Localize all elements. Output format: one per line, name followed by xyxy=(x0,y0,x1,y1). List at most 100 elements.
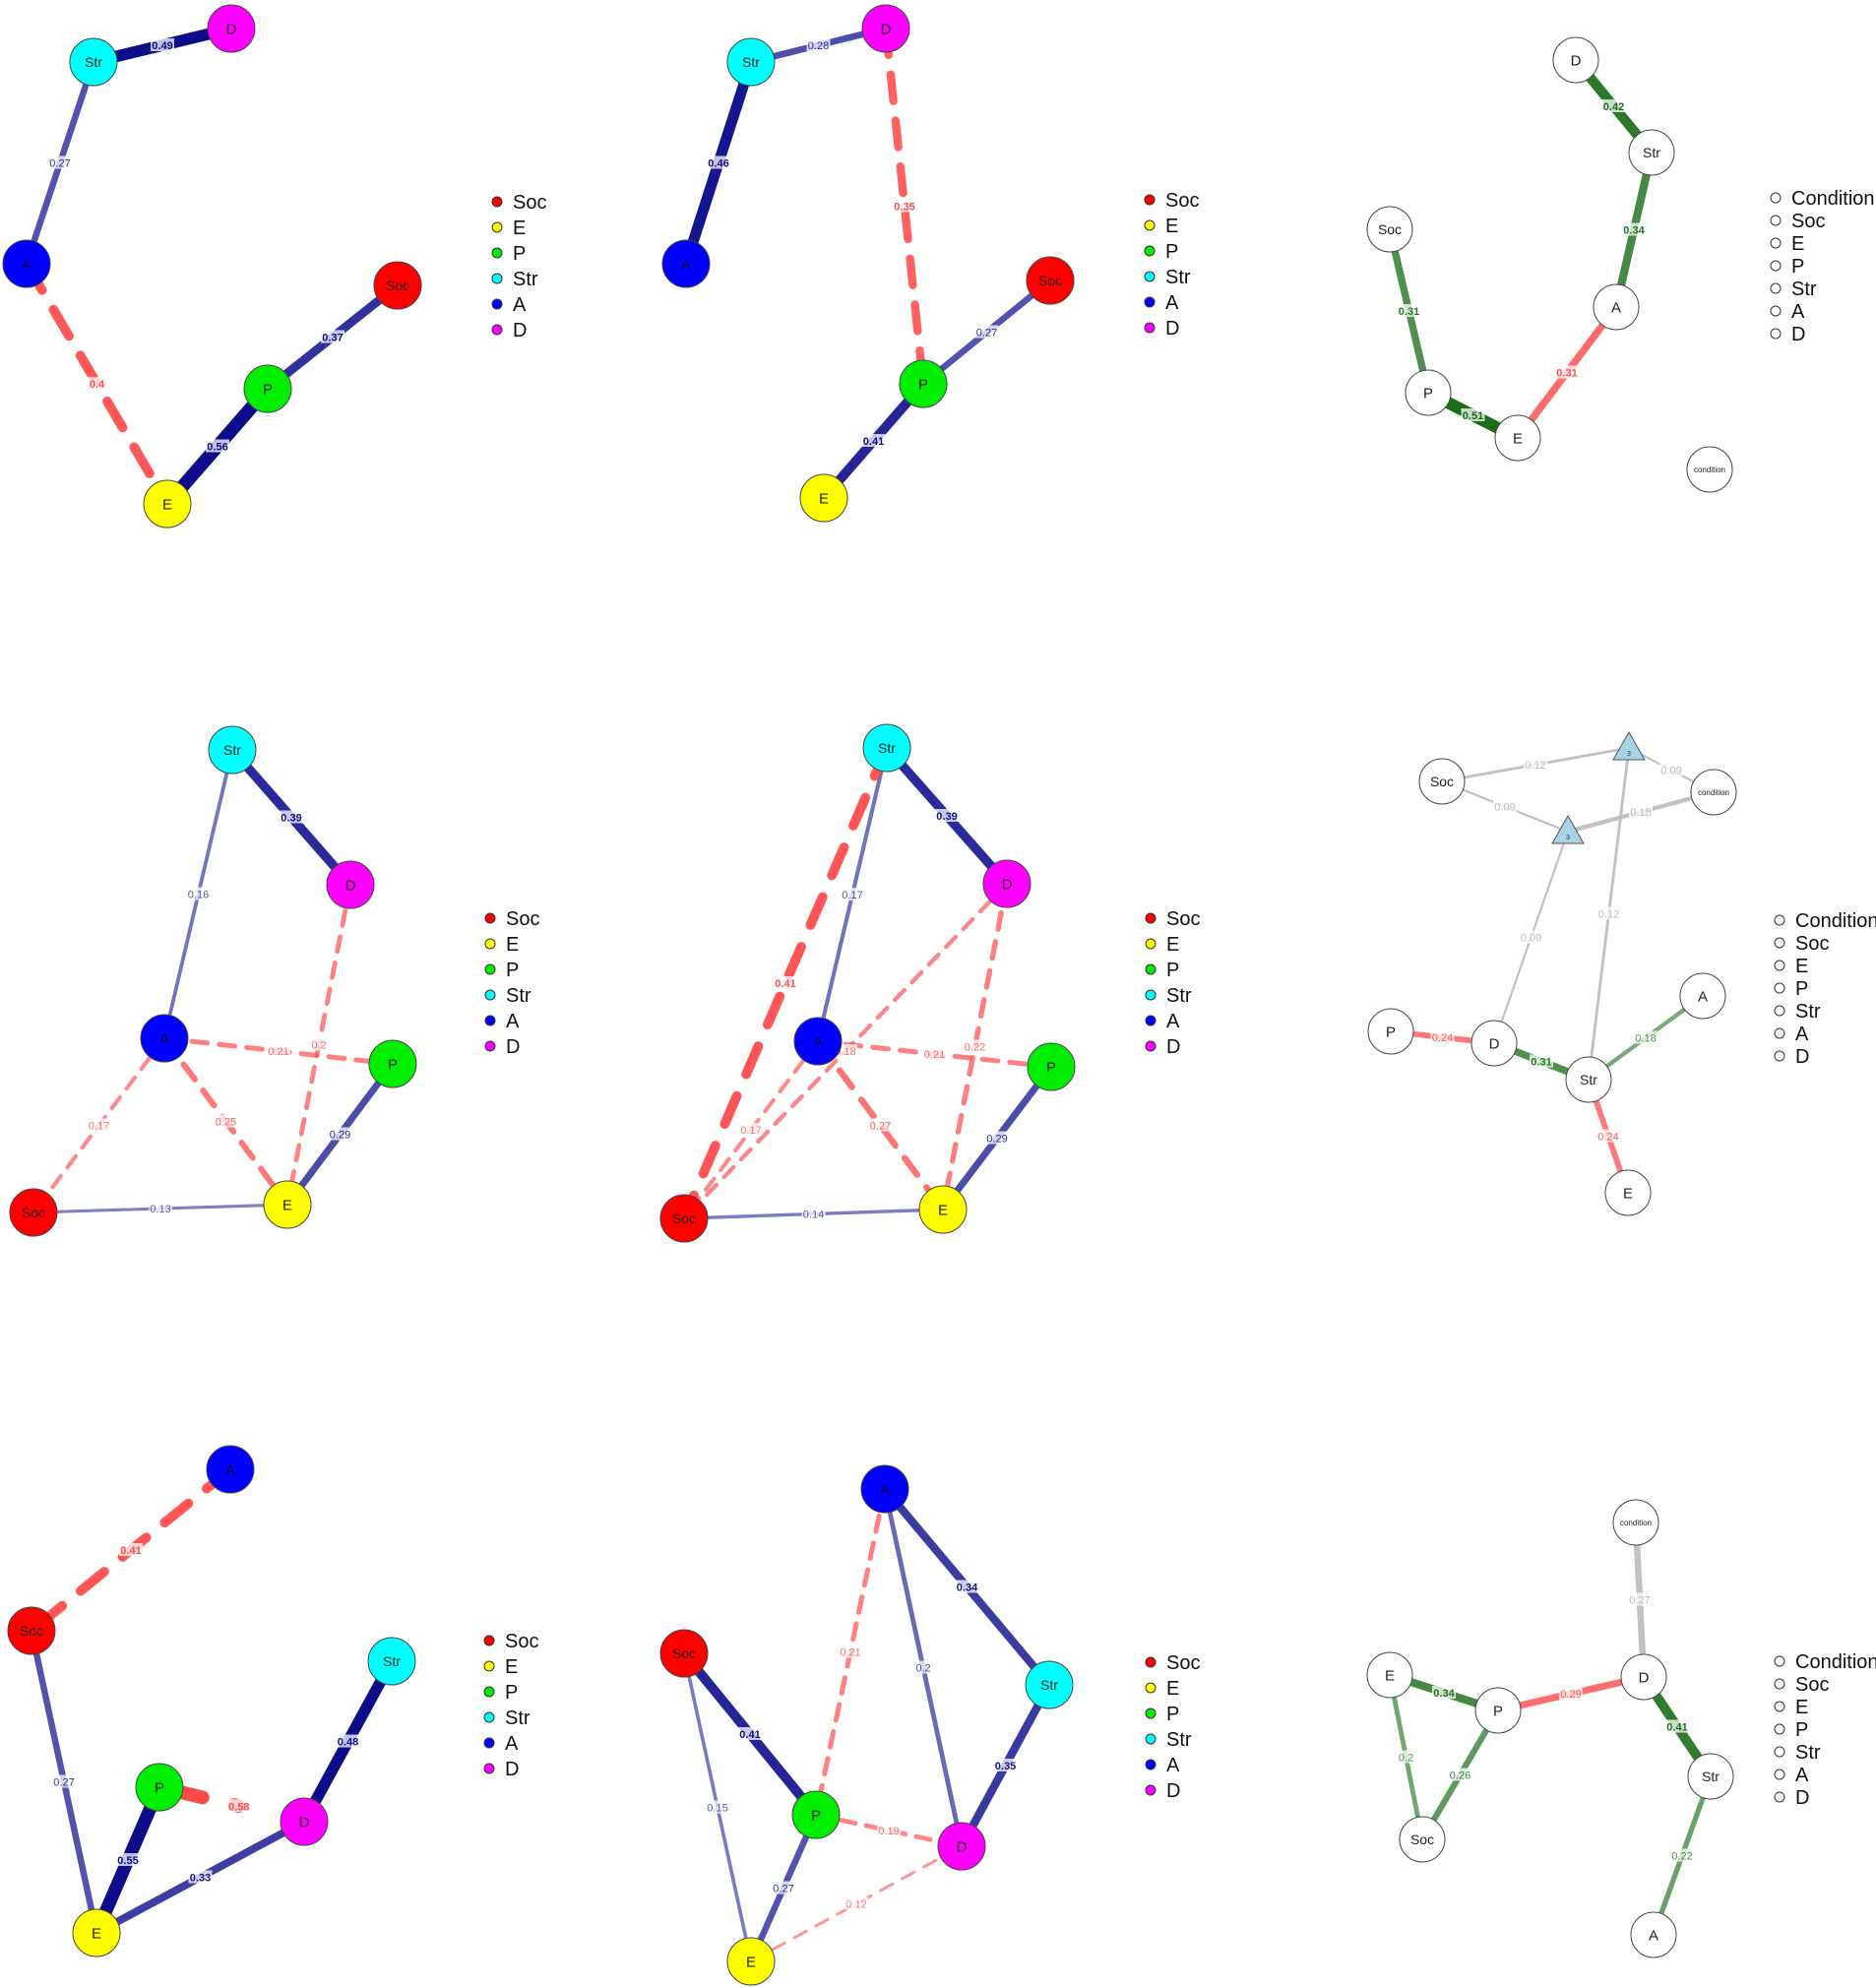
legend-label: P xyxy=(1791,256,1804,278)
legend-swatch xyxy=(1770,305,1782,317)
legend-swatch xyxy=(1774,960,1785,971)
legend-label: Soc xyxy=(1795,933,1829,955)
node-Str xyxy=(367,1637,416,1686)
legend-swatch xyxy=(483,1763,495,1774)
edge-weight-label: 0.12 xyxy=(1525,760,1545,772)
node-D xyxy=(207,4,256,53)
legend-swatch xyxy=(1145,963,1157,975)
node-E xyxy=(143,479,192,528)
edge-D-P xyxy=(881,24,928,389)
edge-weight-label: 0.42 xyxy=(1603,101,1624,113)
legend-swatch xyxy=(1774,1005,1785,1017)
legend-label: Condition xyxy=(1791,188,1875,210)
node-D xyxy=(982,859,1032,908)
edge-label-bg xyxy=(1555,365,1579,379)
legend-swatch xyxy=(1774,1746,1785,1758)
legend-label: E xyxy=(1795,956,1808,977)
edge-Str-Soc xyxy=(679,743,892,1223)
legend-label: D xyxy=(1165,318,1179,340)
node-label: Str xyxy=(383,1653,401,1669)
edge-label-bg xyxy=(1634,1030,1657,1044)
edge-weight-label: 0.21 xyxy=(268,1046,288,1058)
edge-label-bg xyxy=(267,1044,290,1057)
edge-weight-label: 0.35 xyxy=(995,1761,1016,1772)
edge-label-layer: 0.420.340.310.510.31 xyxy=(1397,99,1646,422)
legend-swatch xyxy=(1145,1733,1157,1745)
node-E xyxy=(263,1180,312,1229)
legend-label: Soc xyxy=(506,908,539,930)
edge-label-bg xyxy=(861,434,886,447)
edge-label-bg xyxy=(739,1123,763,1136)
node-label: E xyxy=(1513,430,1523,447)
legend-swatch xyxy=(491,298,503,310)
legend-swatch xyxy=(483,1737,495,1749)
edge-label-bg xyxy=(85,377,109,390)
legend-swatch xyxy=(1144,271,1156,282)
legend-swatch xyxy=(1145,938,1157,950)
legend-label: Soc xyxy=(1795,1674,1829,1696)
edge-weight-label: 0.09 xyxy=(1494,802,1515,814)
node-A xyxy=(2,239,51,288)
node-label: D xyxy=(1571,52,1582,69)
legend-swatch xyxy=(483,1635,495,1646)
node-Soc xyxy=(7,1606,56,1655)
legend-label: P xyxy=(1166,960,1179,981)
legend-swatch xyxy=(491,221,503,233)
edge-label-bg xyxy=(806,38,831,51)
node-P xyxy=(791,1790,841,1839)
edge-weight-label: 0.55 xyxy=(117,1855,138,1867)
node-triangle xyxy=(1551,814,1585,844)
node-label: Soc xyxy=(1410,1832,1434,1847)
edge-label-bg xyxy=(1530,1054,1553,1068)
legend-label: Soc xyxy=(1166,1652,1200,1674)
node-condition xyxy=(1686,446,1733,493)
node-label: D xyxy=(345,877,356,894)
legend-swatch xyxy=(1145,1682,1157,1694)
node-label: P xyxy=(155,1779,164,1796)
legend-label: E xyxy=(506,934,519,956)
node-label: condition xyxy=(1698,788,1729,797)
node-Soc xyxy=(1399,1816,1446,1863)
edge-weight-label: 0.2 xyxy=(1399,1753,1413,1765)
edge-weight-label: 0.28 xyxy=(808,40,829,52)
legend-swatch xyxy=(1145,1656,1157,1668)
edge-layer xyxy=(27,1464,398,1937)
legend-label: P xyxy=(513,243,526,265)
node-label: Soc xyxy=(672,1211,696,1226)
node-condition xyxy=(1690,769,1737,816)
node-Soc xyxy=(9,1188,58,1237)
edge-label-bg xyxy=(1622,222,1646,236)
edge-weight-label: 0.2 xyxy=(311,1040,326,1052)
edge-label-layer: 0.390.160.20.210.250.170.290.13 xyxy=(87,810,352,1215)
edge-weight-label: 0.41 xyxy=(775,978,795,990)
edge-weight-label: 0.41 xyxy=(863,436,884,448)
legend-label: P xyxy=(1795,978,1808,1000)
edge-label-bg xyxy=(87,1118,111,1132)
edge-weight-label: 0.17 xyxy=(740,1125,761,1137)
edge-layer xyxy=(679,743,1054,1223)
node-label: 3 xyxy=(1566,835,1570,841)
node-label: Str xyxy=(223,742,241,758)
edge-label-bg xyxy=(1493,799,1517,813)
legend-swatch xyxy=(1774,1791,1785,1803)
node-P xyxy=(368,1039,417,1088)
node-label: P xyxy=(918,376,928,393)
legend-swatch xyxy=(484,989,496,1001)
node-condition xyxy=(1612,1499,1659,1546)
node-label: D xyxy=(1002,876,1013,893)
node-label: Str xyxy=(1643,145,1660,160)
node-label: A xyxy=(1649,1927,1658,1944)
node-D xyxy=(326,860,375,909)
node-D xyxy=(937,1822,986,1871)
edge-label-bg xyxy=(922,1047,947,1060)
legend-label: P xyxy=(506,960,519,981)
legend-label: Str xyxy=(505,1708,531,1729)
network-panel-r2c1: 0.390.160.20.210.250.170.290.13StrDAPSoc… xyxy=(9,725,539,1237)
network-panel-r1c3: 0.420.340.310.510.31DStrSocAPEconditionC… xyxy=(1366,36,1875,493)
node-Soc xyxy=(373,261,422,310)
legend-swatch xyxy=(1774,1678,1785,1690)
edge-weight-label: 0.4 xyxy=(90,379,105,391)
